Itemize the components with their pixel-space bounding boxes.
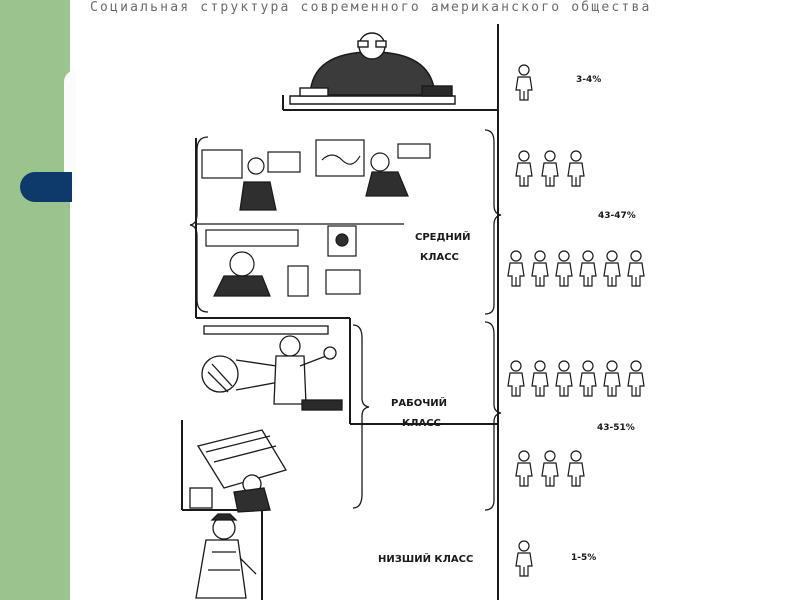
middle-class-right-bracket <box>484 129 502 315</box>
middle-class-percent: 43-47% <box>598 211 636 221</box>
lower-class-percent: 1-5% <box>571 553 596 563</box>
person-icon <box>515 64 533 101</box>
upper-class-percent: 3-4% <box>576 75 601 85</box>
homeless-person-illustration <box>195 513 257 599</box>
person-icon <box>507 360 525 397</box>
working-class-percent: 43-51% <box>597 423 635 433</box>
staircase-outline <box>181 24 499 600</box>
person-icon <box>531 360 549 397</box>
person-icon <box>541 150 559 187</box>
working-class-bracket <box>352 324 370 509</box>
person-pictograms <box>507 64 645 577</box>
middle-class-label-line2: КЛАСС <box>420 252 459 263</box>
side-band-notch <box>64 70 76 190</box>
lower-class-label: НИЗШИЙ КЛАСС <box>378 552 473 565</box>
working-class-right-bracket <box>484 321 502 511</box>
office-workers-illustration <box>201 139 431 297</box>
person-icon <box>603 360 621 397</box>
person-icon <box>567 450 585 487</box>
factory-worker-illustration <box>201 325 343 411</box>
person-icon <box>515 450 533 487</box>
person-icon <box>579 360 597 397</box>
mover-carrying-crate-illustration <box>189 429 287 513</box>
working-class-label-line2: КЛАСС <box>402 418 441 429</box>
boss-at-desk-illustration <box>289 32 456 105</box>
working-class-label-line1: РАБОЧИЙ <box>391 396 447 409</box>
person-icon <box>541 450 559 487</box>
middle-class-label-line1: СРЕДНИЙ <box>415 230 471 243</box>
person-icon <box>515 150 533 187</box>
person-icon <box>603 250 621 287</box>
side-tab <box>20 172 72 202</box>
person-icon <box>555 360 573 397</box>
slide-title: Социальная структура современного америк… <box>90 0 652 15</box>
person-icon <box>507 250 525 287</box>
person-icon <box>555 250 573 287</box>
person-icon <box>531 250 549 287</box>
side-band <box>0 0 70 600</box>
person-icon <box>579 250 597 287</box>
person-icon <box>627 250 645 287</box>
person-icon <box>515 540 533 577</box>
person-icon <box>627 360 645 397</box>
person-icon <box>567 150 585 187</box>
middle-class-bracket <box>189 136 209 313</box>
class-structure-figure: СРЕДНИЙ КЛАСС РАБОЧИЙ КЛАСС НИЗШИЙ КЛАСС… <box>181 24 645 600</box>
